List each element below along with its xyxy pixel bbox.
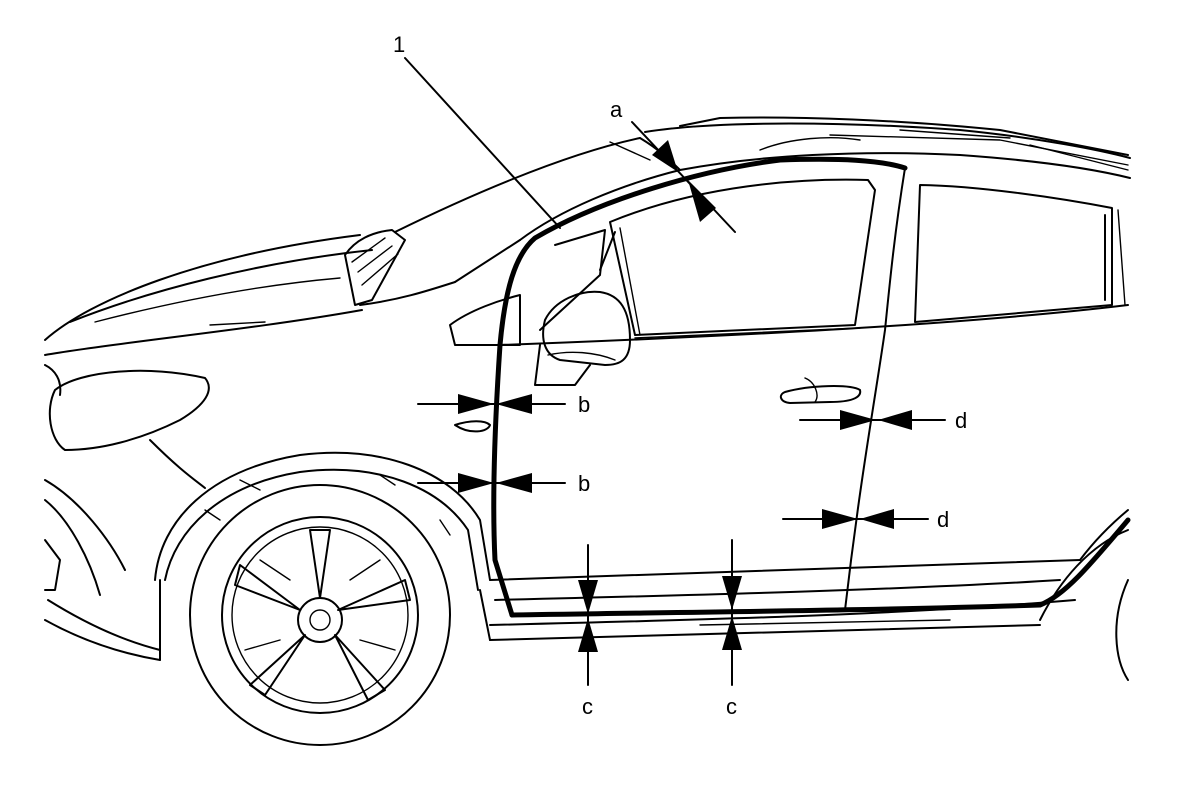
callout-label-1: 1 <box>393 32 405 57</box>
callout-label-c-front: c <box>582 694 593 719</box>
b-pillar-line <box>844 167 906 611</box>
callout-d-upper: d <box>799 408 967 433</box>
callout-c-rear: c <box>722 539 742 719</box>
callout-b-upper: b <box>417 392 590 417</box>
callout-item-1: 1 <box>393 32 561 229</box>
callout-label-d-upper: d <box>955 408 967 433</box>
callout-label-a: a <box>610 97 623 122</box>
front-door-front-edge <box>491 342 515 618</box>
callout-label-b-lower: b <box>578 471 590 496</box>
callout-d-lower: d <box>782 507 949 532</box>
door-gap-lines <box>491 156 1131 618</box>
callout-label-d-lower: d <box>937 507 949 532</box>
callout-label-b-upper: b <box>578 392 590 417</box>
callout-label-c-rear: c <box>726 694 737 719</box>
callout-a: a <box>610 97 736 233</box>
callout-c-front: c <box>578 544 598 719</box>
front-door-top-edge <box>497 156 908 348</box>
rocker-seal <box>509 517 1131 618</box>
callout-b-lower: b <box>417 471 590 496</box>
